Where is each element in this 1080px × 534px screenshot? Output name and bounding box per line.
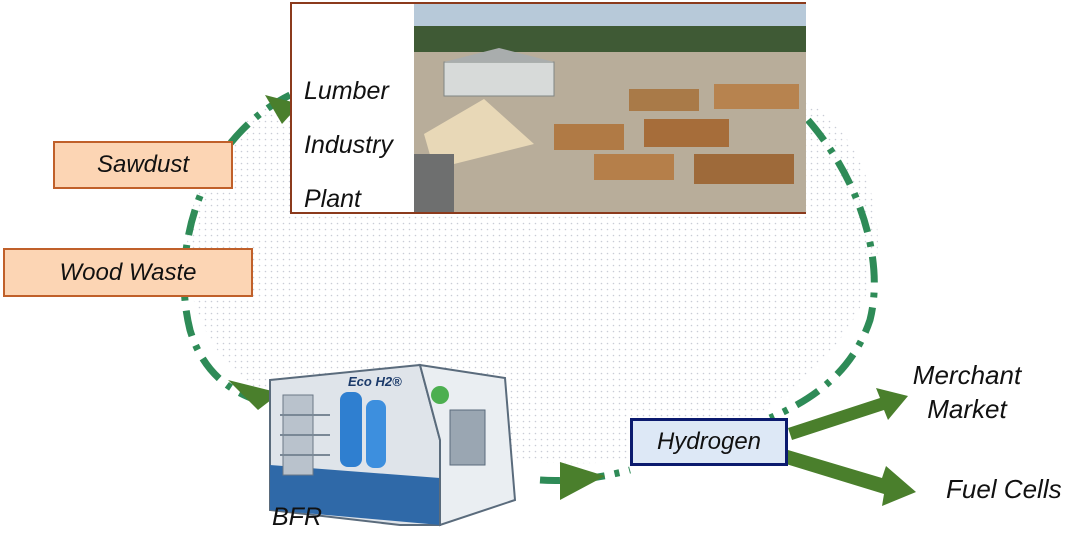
sawdust-label: Sawdust (96, 151, 190, 178)
unit-brand-text: Eco H2® (348, 374, 402, 389)
sawdust-box: Sawdust (53, 141, 233, 189)
fuel-cells-label: Fuel Cells (946, 474, 1062, 504)
plant-label-group: Lumber Industry Plant (304, 64, 393, 226)
bfr-unit-image: Eco H2® (269, 363, 517, 527)
plant-label-line2: Industry (304, 131, 393, 159)
hydrogen-label: Hydrogen (656, 428, 762, 455)
merchant-market-label: Merchant Market (902, 358, 1032, 426)
merchant-line1: Merchant (912, 360, 1022, 390)
plant-label-line3: Plant (304, 185, 361, 213)
plant-label-line1: Lumber (304, 77, 389, 105)
arrow-to-fuel-cells (786, 450, 916, 506)
lumber-yard-photo (414, 4, 806, 212)
arrowhead-to-hydrogen (560, 462, 605, 500)
bfr-label: BFR (272, 503, 322, 531)
wood-waste-label: Wood Waste (59, 258, 197, 286)
cycle-line-right (768, 117, 878, 422)
merchant-line2: Market (927, 394, 1007, 424)
hydrogen-box: Hydrogen (630, 418, 788, 466)
arrow-to-merchant-market (788, 388, 908, 440)
lumber-plant-panel: Lumber Industry Plant (290, 2, 806, 214)
wood-waste-box: Wood Waste (3, 248, 253, 297)
cycle-line (180, 91, 292, 406)
arrowhead-to-bfr (228, 380, 280, 410)
